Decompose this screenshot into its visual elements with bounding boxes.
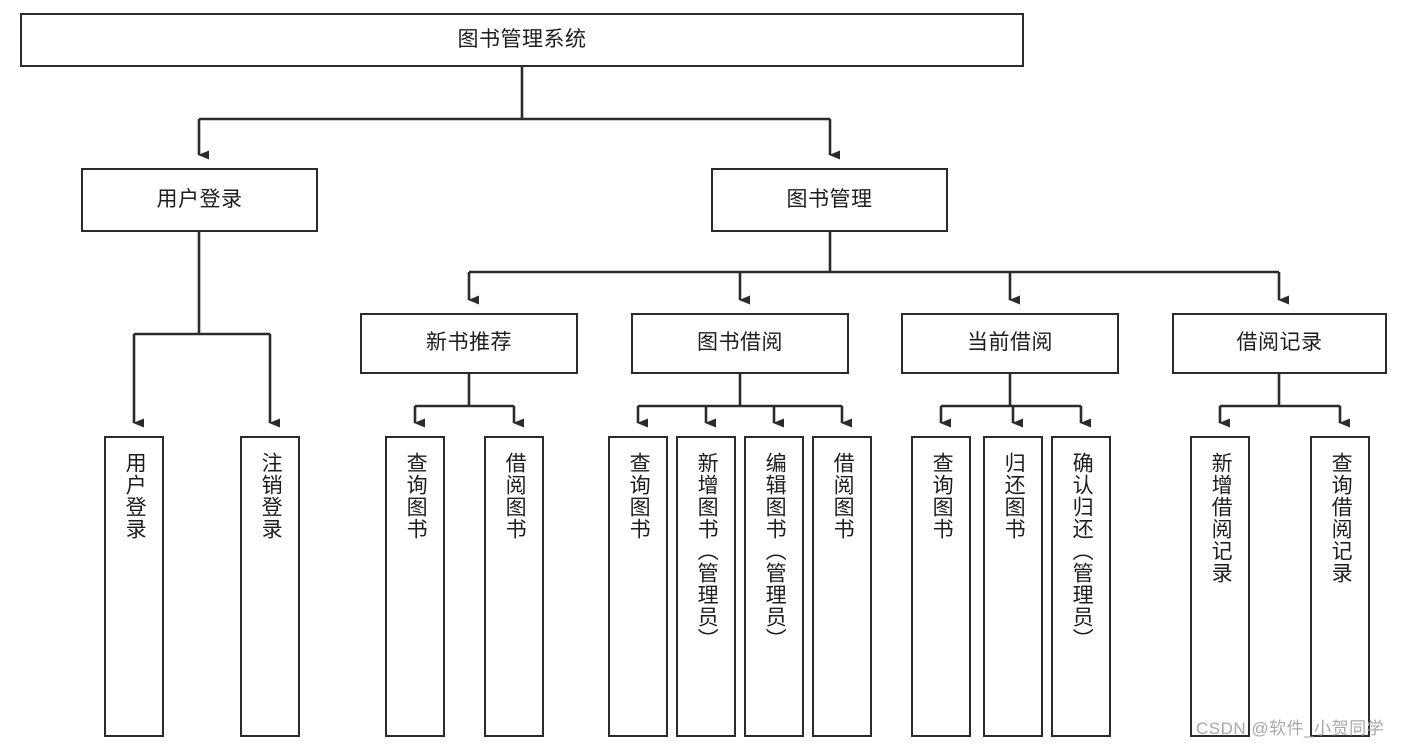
node-leaf-edit-book-admin[interactable]: 编辑图书（管理员） <box>744 436 804 737</box>
node-label: 新书推荐 <box>426 331 512 355</box>
node-label: 归还图书 <box>1002 452 1026 540</box>
node-label: 查询借阅记录 <box>1329 452 1353 584</box>
csdn-watermark: CSDN @软件_小贺同学 <box>1196 719 1385 738</box>
node-leaf-user-login[interactable]: 用户登录 <box>104 436 164 737</box>
node-label: 借阅记录 <box>1236 331 1323 355</box>
node-current-borrow[interactable]: 当前借阅 <box>901 313 1119 374</box>
node-leaf-query-borrow-record[interactable]: 查询借阅记录 <box>1310 436 1370 737</box>
node-root-system[interactable]: 图书管理系统 <box>20 13 1024 67</box>
node-label: 查询图书 <box>404 452 428 540</box>
node-label: 借阅图书 <box>831 452 855 540</box>
node-label: 当前借阅 <box>967 331 1053 355</box>
node-borrow-record[interactable]: 借阅记录 <box>1172 313 1387 374</box>
node-label: 图书管理系统 <box>457 27 587 51</box>
node-label: 查询图书 <box>627 452 651 540</box>
node-label: 确认归还（管理员） <box>1070 452 1094 650</box>
node-user-login[interactable]: 用户登录 <box>81 168 318 232</box>
node-leaf-add-borrow-record[interactable]: 新增借阅记录 <box>1190 436 1250 737</box>
node-leaf-query-book-current[interactable]: 查询图书 <box>911 436 971 737</box>
node-leaf-confirm-return-admin[interactable]: 确认归还（管理员） <box>1051 436 1111 737</box>
node-label: 编辑图书（管理员） <box>763 452 787 650</box>
node-book-management[interactable]: 图书管理 <box>711 168 948 232</box>
node-leaf-return-book[interactable]: 归还图书 <box>983 436 1043 737</box>
node-label: 查询图书 <box>930 452 954 540</box>
node-label: 新增图书（管理员） <box>695 452 719 650</box>
node-label: 注销登录 <box>259 452 283 540</box>
node-label: 图书管理 <box>786 187 873 211</box>
node-leaf-logout[interactable]: 注销登录 <box>240 436 300 737</box>
node-label: 用户登录 <box>123 452 147 540</box>
node-label: 新增借阅记录 <box>1209 452 1233 584</box>
node-leaf-borrow-book[interactable]: 借阅图书 <box>812 436 872 737</box>
node-label: 图书借阅 <box>697 331 783 355</box>
node-leaf-query-book-borrow[interactable]: 查询图书 <box>608 436 668 737</box>
node-label: 借阅图书 <box>503 452 527 540</box>
node-label: 用户登录 <box>156 187 243 211</box>
node-leaf-add-book-admin[interactable]: 新增图书（管理员） <box>676 436 736 737</box>
node-book-borrow[interactable]: 图书借阅 <box>631 313 849 374</box>
node-leaf-query-book-rec[interactable]: 查询图书 <box>385 436 445 737</box>
node-new-book-recommend[interactable]: 新书推荐 <box>360 313 578 374</box>
node-leaf-borrow-book-rec[interactable]: 借阅图书 <box>484 436 544 737</box>
